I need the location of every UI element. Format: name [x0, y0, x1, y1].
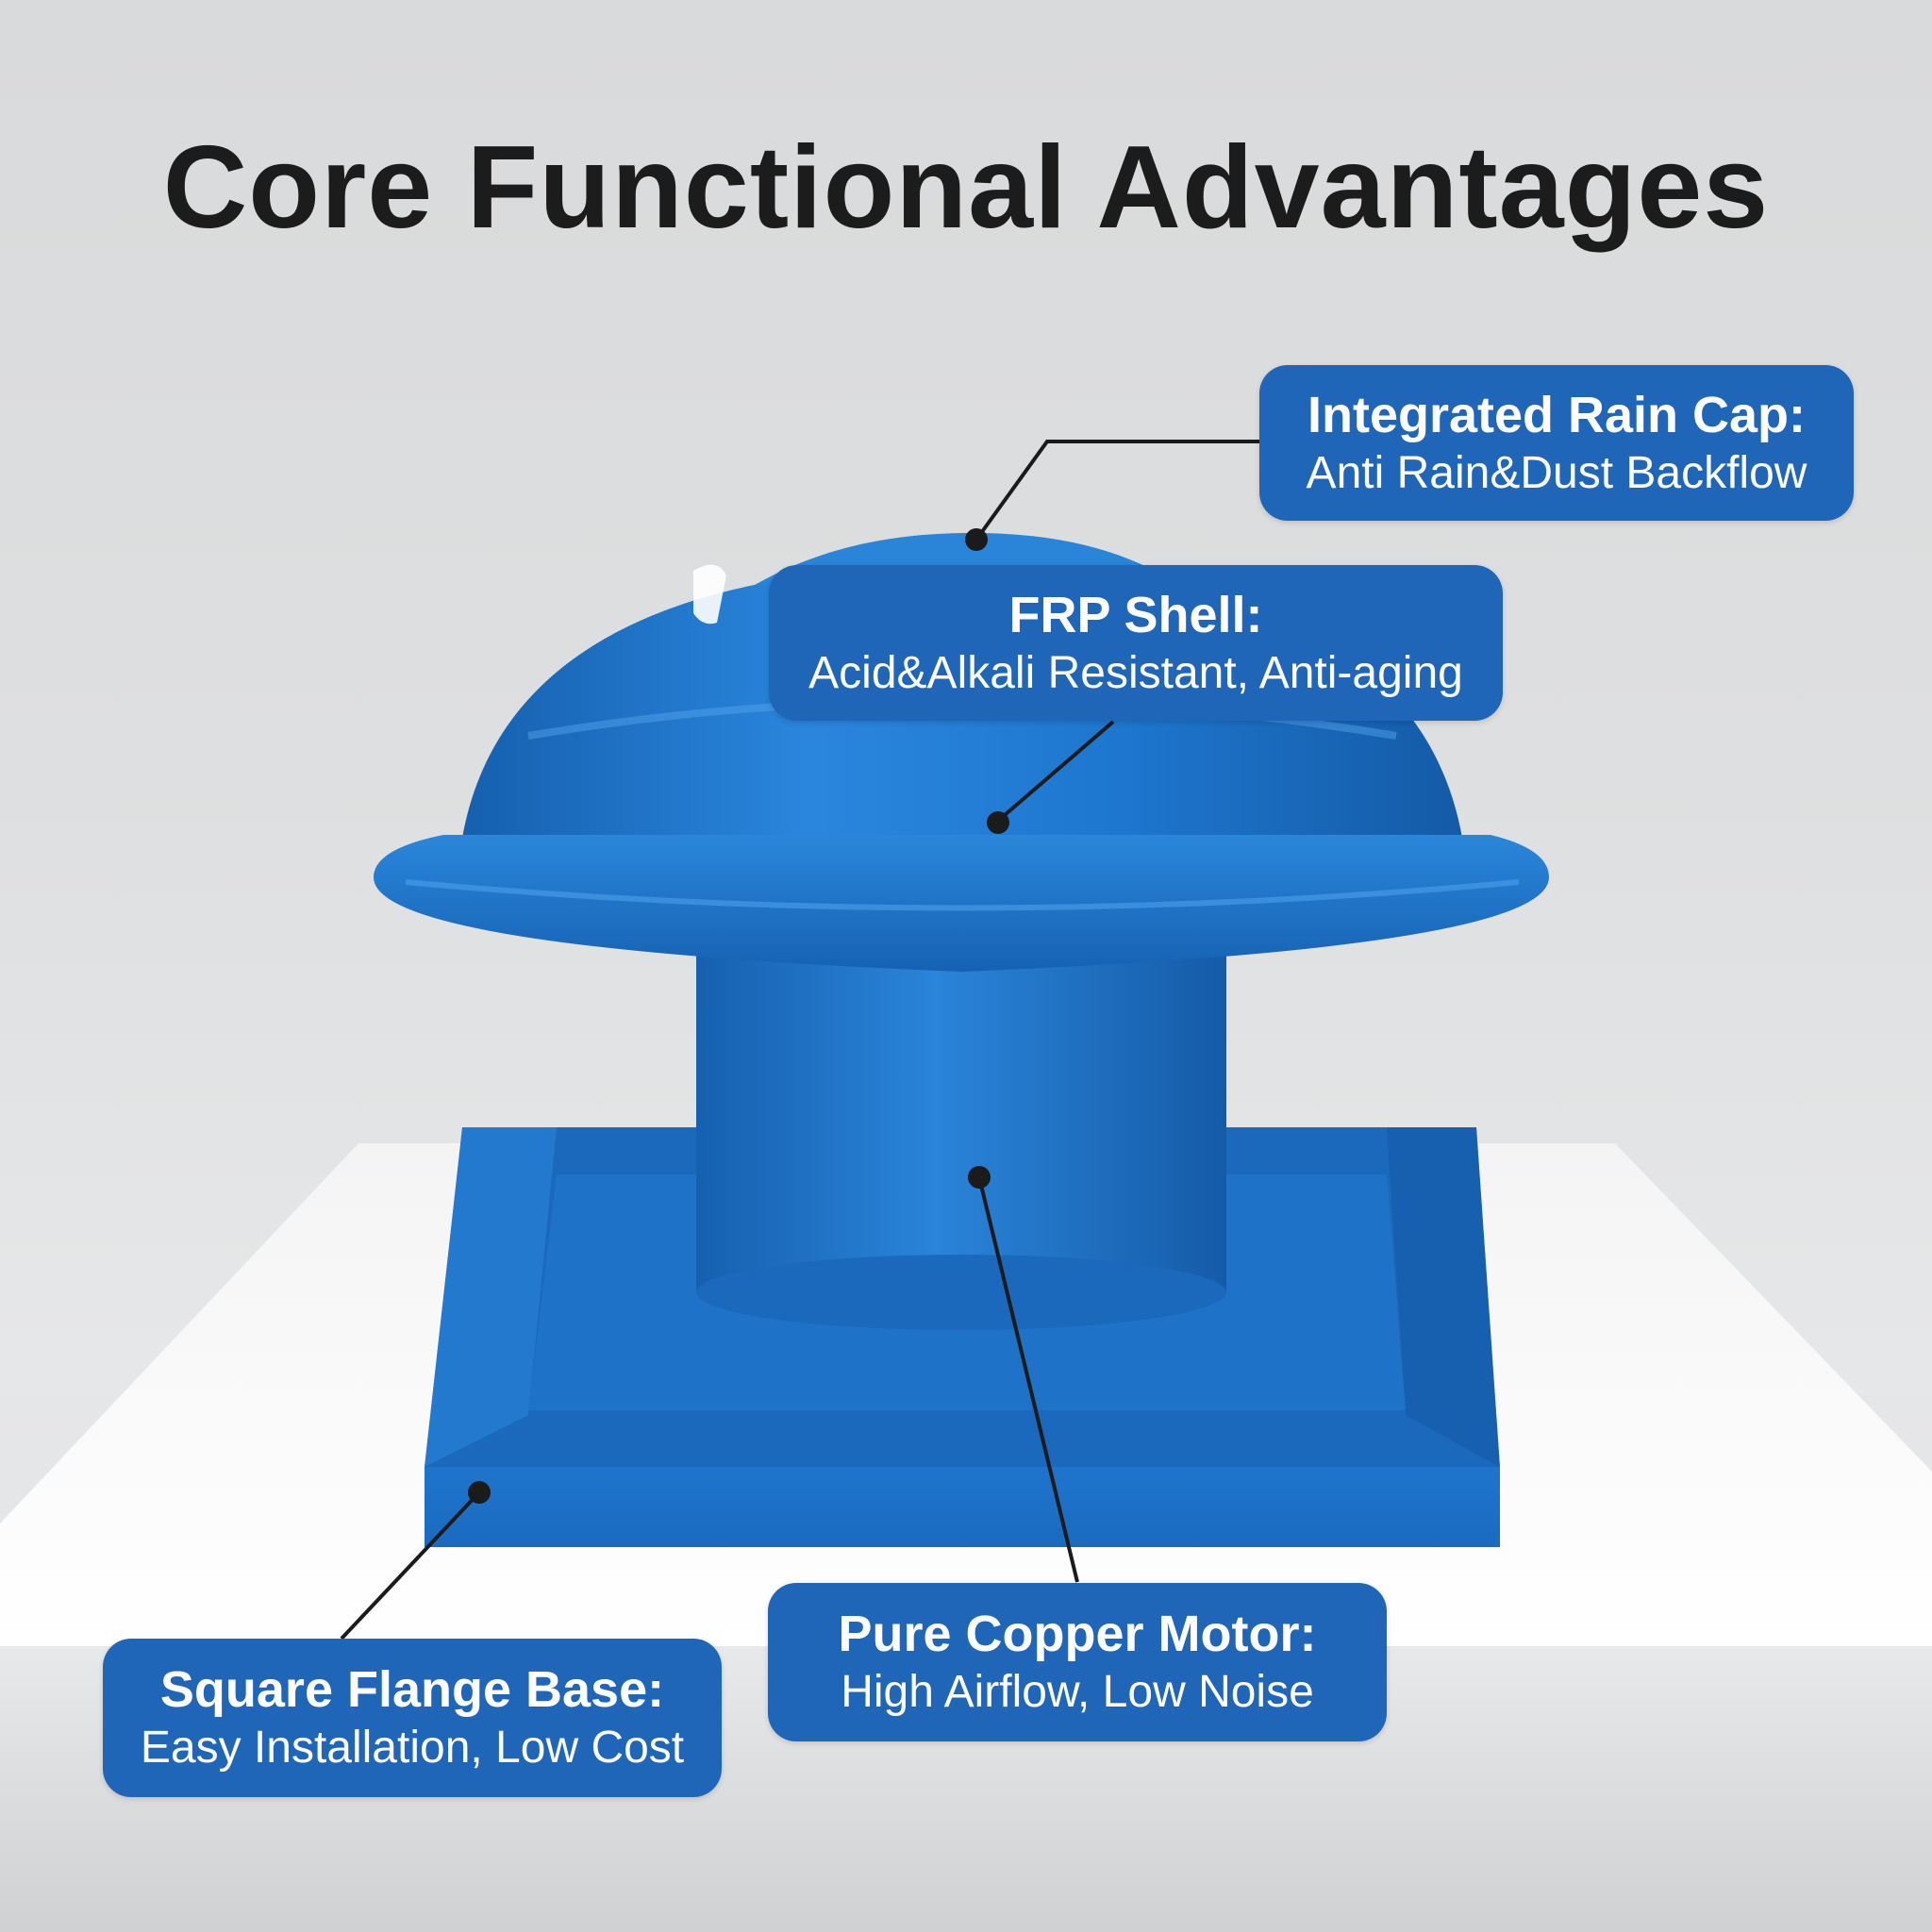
callout-leader-lines	[340, 440, 1260, 1641]
callout-flange-base: Square Flange Base: Easy Installation, L…	[103, 1639, 722, 1797]
anchor-dot-frp-shell	[987, 811, 1009, 834]
callout-anchor-dots	[468, 528, 1009, 1504]
callout-detail: Anti Rain&Dust Backflow	[1306, 447, 1807, 498]
callout-detail: High Airflow, Low Noise	[841, 1667, 1314, 1717]
callout-detail: Acid&Alkali Resistant, Anti-aging	[808, 647, 1463, 698]
leader-line-frp-shell	[996, 720, 1115, 823]
callout-frp-shell: FRP Shell: Acid&Alkali Resistant, Anti-a…	[769, 565, 1503, 721]
callout-heading: Square Flange Base:	[159, 1661, 665, 1718]
callout-copper-motor: Pure Copper Motor: High Airflow, Low Noi…	[768, 1583, 1387, 1741]
callout-rain-cap: Integrated Rain Cap: Anti Rain&Dust Back…	[1259, 365, 1854, 521]
callout-heading: Integrated Rain Cap:	[1307, 386, 1807, 443]
callout-heading: Pure Copper Motor:	[838, 1606, 1317, 1662]
anchor-dot-copper-motor	[968, 1166, 991, 1189]
anchor-dot-rain-cap	[965, 528, 988, 551]
page-title: Core Functional Advantages	[162, 123, 1770, 253]
motor-housing-cylinder	[696, 953, 1226, 1330]
callout-detail: Easy Installation, Low Cost	[140, 1723, 685, 1773]
anchor-dot-flange-base	[468, 1481, 491, 1504]
leader-line-flange-base	[340, 1491, 481, 1641]
leader-line-copper-motor	[977, 1176, 1079, 1583]
callout-heading: FRP Shell:	[1008, 586, 1263, 643]
leader-line-rain-cap	[974, 440, 1260, 541]
